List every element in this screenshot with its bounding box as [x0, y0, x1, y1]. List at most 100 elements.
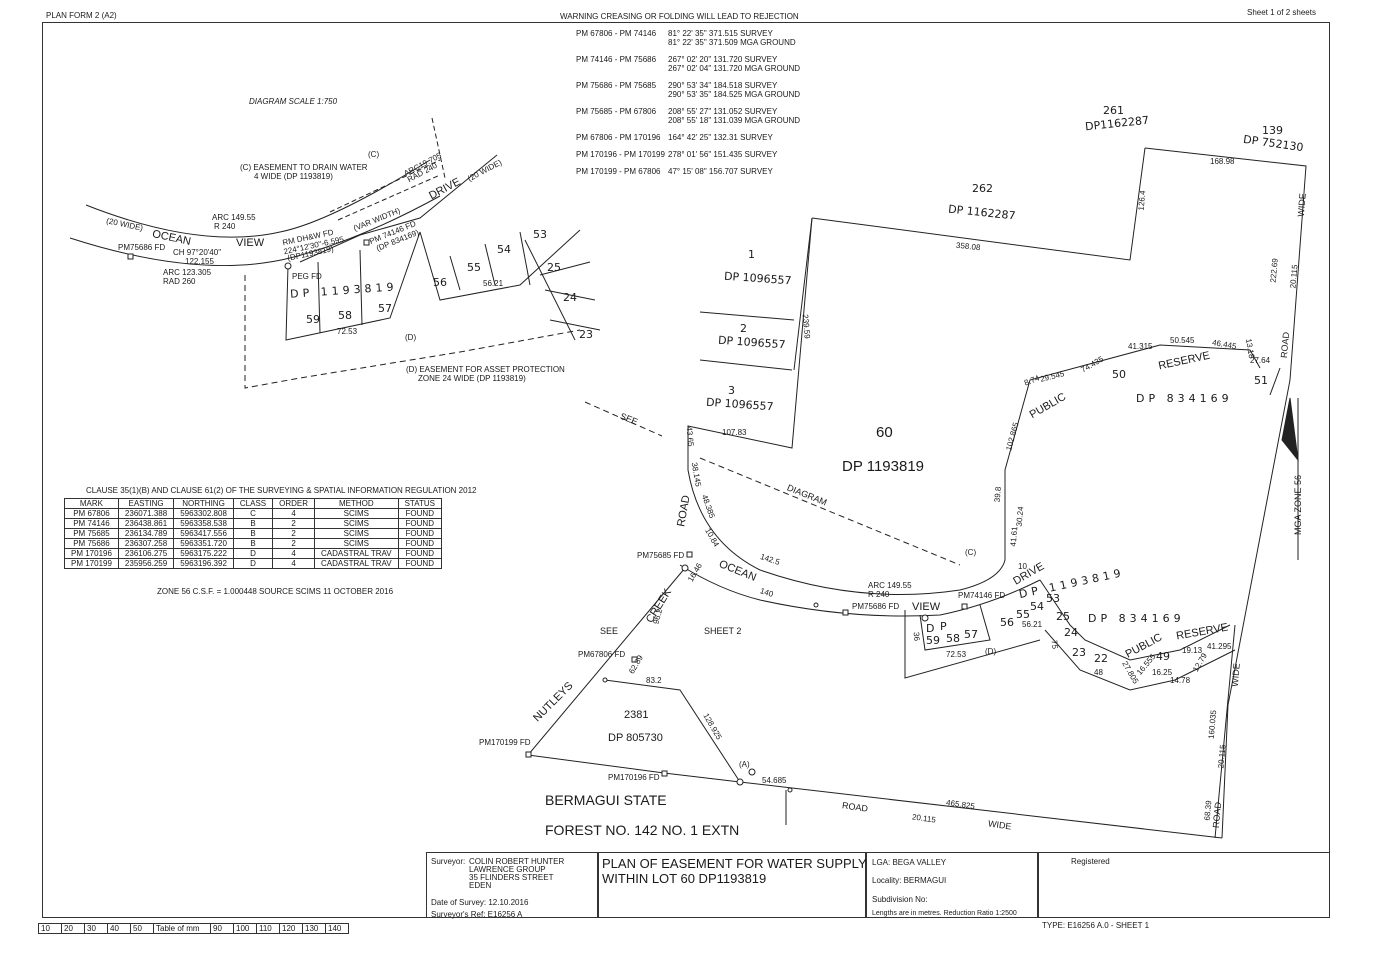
dim-label: 30.24 [1014, 506, 1026, 527]
chord-label: CH 97°20'40" [173, 248, 222, 257]
table-cell: 236307.258 [117, 538, 175, 549]
table-cell: 5963417.556 [173, 528, 234, 539]
bearing-value: 267° 02' 20" 131.720 SURVEY [668, 55, 778, 64]
dim-label: 168.98 [1210, 157, 1235, 166]
dim-label: 16.25 [1152, 668, 1173, 677]
scale-bar-segment: 90 [211, 923, 234, 934]
registered-box: Registered [1038, 852, 1330, 918]
table-cell: B [232, 538, 274, 549]
table-cell: 4 [272, 508, 316, 519]
plan-type: TYPE: E16256 A.0 - SHEET 1 [1042, 921, 1150, 930]
dim-label: 43.65 [684, 426, 696, 447]
lot-53: 53 [1046, 592, 1060, 605]
lot-56-inset: 56 [433, 276, 447, 289]
lot-55-inset: 55 [467, 261, 481, 274]
north-arrow [1281, 397, 1299, 462]
lot-2381: 2381 [624, 709, 649, 721]
wide-label-east-2: WIDE [1229, 662, 1242, 688]
table-header-cell: NORTHING [173, 498, 234, 509]
survey-date: Date of Survey: 12.10.2016 [431, 898, 529, 907]
c-label: (C) [965, 548, 977, 557]
dim-label: 56.21 [1022, 620, 1043, 629]
dp-834169-north: DP 834169 [1136, 392, 1233, 405]
scale-bar-segment: 120 [280, 923, 303, 934]
dp-834169-south: DP 834169 [1088, 612, 1185, 625]
sheet-number: Sheet 1 of 2 sheets [1247, 8, 1316, 17]
public-reserve-edge [1039, 579, 1231, 661]
table-cell: FOUND [397, 528, 442, 539]
scale-bar-segment: 40 [108, 923, 131, 934]
table-cell: 5963351.720 [173, 538, 234, 549]
lot-23-inset: 23 [579, 328, 593, 341]
table-cell: PM 74146 [64, 518, 119, 529]
view-label: VIEW [912, 601, 941, 613]
plan-title-box: PLAN OF EASEMENT FOR WATER SUPPLY WITHIN… [598, 852, 867, 918]
easement-d-label: (D) EASEMENT FOR ASSET PROTECTION [406, 365, 565, 374]
pm170196-label: PM170196 FD [608, 773, 660, 782]
rad2-label: RAD 260 [163, 277, 196, 286]
table-cell: 236134.789 [117, 528, 175, 539]
scale-bar-segment: 20 [62, 923, 85, 934]
table-header-cell: ORDER [272, 498, 316, 509]
dim-label: 14.78 [1170, 676, 1191, 685]
table-cell: FOUND [397, 558, 442, 569]
dim-label: 83.2 [646, 676, 662, 685]
lot-25: 25 [1056, 610, 1070, 623]
scale-bar-segment: 110 [257, 923, 280, 934]
see-sheet-label: SEE [600, 626, 619, 636]
scale-bar-segment: 10 [38, 923, 62, 934]
peg-mark-inset [284, 262, 292, 270]
scale-bar-segment: 130 [303, 923, 326, 934]
table-cell: 2 [272, 518, 316, 529]
lengths-note: Lengths are in metres. Reduction Ratio 1… [872, 910, 1017, 917]
plan-title-1: PLAN OF EASEMENT FOR WATER SUPPLY [602, 856, 867, 871]
table-cell: PM 75686 [64, 538, 119, 549]
radius-label: R 240 [868, 590, 890, 599]
table-cell: FOUND [397, 548, 442, 559]
locality: Locality: BERMAGUI [872, 876, 947, 885]
table-cell: D [232, 548, 274, 559]
arc-label-inset: ARC 149.55 [212, 213, 256, 222]
bearing-value: 164° 42' 25" 132.31 SURVEY [668, 133, 773, 142]
table-cell: 4 [272, 548, 316, 559]
lot-262: 262 [972, 182, 993, 195]
lot-p: P [940, 620, 947, 633]
subdivision: Subdivision No: [872, 895, 928, 904]
surveyor-address: 35 FLINDERS STREET [469, 873, 554, 882]
lot-139: 139 [1262, 124, 1283, 137]
scale-bar-segment: 100 [234, 923, 257, 934]
arc-label: ARC 149.55 [868, 581, 912, 590]
lot-56: 56 [1000, 616, 1014, 629]
dim-label: 107.83 [722, 428, 747, 437]
table-cell: SCIMS [314, 528, 399, 539]
bearing-mark-pair: PM 170196 - PM 170199 [576, 150, 665, 159]
table-header-cell: MARK [64, 498, 119, 509]
forest-label-2: FOREST NO. 142 NO. 1 EXTN [545, 822, 740, 838]
lot-54: 54 [1030, 600, 1044, 613]
pm74146-label: PM74146 FD [958, 591, 1006, 600]
table-cell: CADASTRAL TRAV [314, 558, 399, 569]
bearing-value: 81° 22' 35" 371.509 MGA GROUND [668, 38, 796, 47]
lga-box: LGA: BEGA VALLEY Locality: BERMAGUI Subd… [866, 852, 1038, 918]
lot-59-inset: 59 [306, 313, 320, 326]
bearing-mark-pair: PM 170199 - PM 67806 [576, 167, 661, 176]
lot-60-boundary [687, 217, 1261, 595]
surveyor-box: Surveyor: COLIN ROBERT HUNTER LAWRENCE G… [426, 852, 598, 919]
dim-label: 41.295 [1207, 642, 1232, 651]
c-label-inset: (C) [368, 150, 380, 159]
dim-label: 50.545 [1170, 336, 1195, 345]
bearing-value: 81° 22' 35" 371.515 SURVEY [668, 29, 773, 38]
a-label: (A) [739, 760, 750, 769]
ocean-view-drive-edge [679, 564, 1041, 617]
table-cell: D [232, 558, 274, 569]
lot-1: 1 [748, 248, 755, 261]
lot-57: 57 [964, 628, 978, 641]
lot-58: 58 [946, 632, 960, 645]
